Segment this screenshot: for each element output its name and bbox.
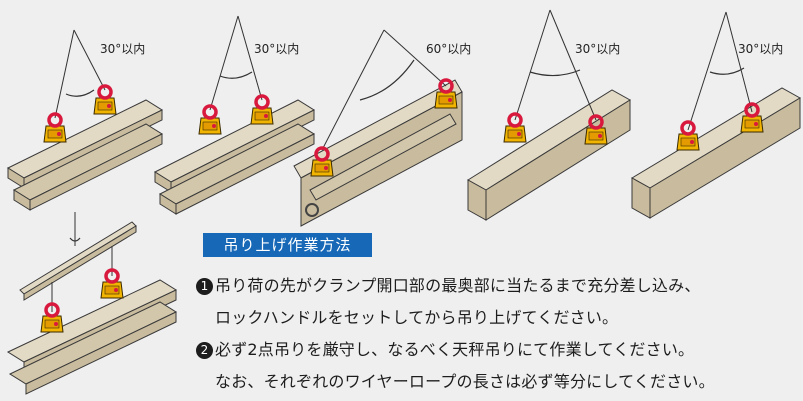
instruction-text: なお、それぞれのワイヤーロープの長さは必ず等分にしてください。 bbox=[215, 372, 715, 391]
beam-diagram-6 bbox=[6, 212, 178, 395]
instruction-text: 必ず2点吊りを厳守し、なるべく天秤吊りにて作業してください。 bbox=[215, 340, 695, 359]
angle-label-4: 30°以内 bbox=[575, 42, 621, 56]
instruction-2-line-2: なお、それぞれのワイヤーロープの長さは必ず等分にしてください。 bbox=[215, 368, 715, 392]
beam-diagram-5 bbox=[631, 11, 801, 219]
angle-label-2: 30°以内 bbox=[254, 42, 300, 56]
angle-label-1: 30°以内 bbox=[100, 42, 146, 56]
instruction-text: 吊り荷の先がクランプ開口部の最奥部に当たるまで充分差し込み、 bbox=[215, 276, 701, 295]
number-badge: 1 bbox=[196, 278, 213, 295]
beam-diagram-4 bbox=[467, 9, 631, 221]
section-title: 吊り上げ作業方法 bbox=[203, 233, 372, 257]
instruction-1-line-2: ロックハンドルをセットしてから吊り上げてください。 bbox=[215, 304, 618, 328]
instruction-text: ロックハンドルをセットしてから吊り上げてください。 bbox=[215, 308, 619, 327]
beam-diagram-2 bbox=[153, 15, 316, 215]
beam-diagram-1 bbox=[6, 29, 164, 211]
angle-label-3: 60°以内 bbox=[426, 42, 472, 56]
number-badge: 2 bbox=[196, 342, 213, 359]
beam-diagram-3 bbox=[293, 29, 463, 227]
angle-label-5: 30°以内 bbox=[738, 42, 784, 56]
